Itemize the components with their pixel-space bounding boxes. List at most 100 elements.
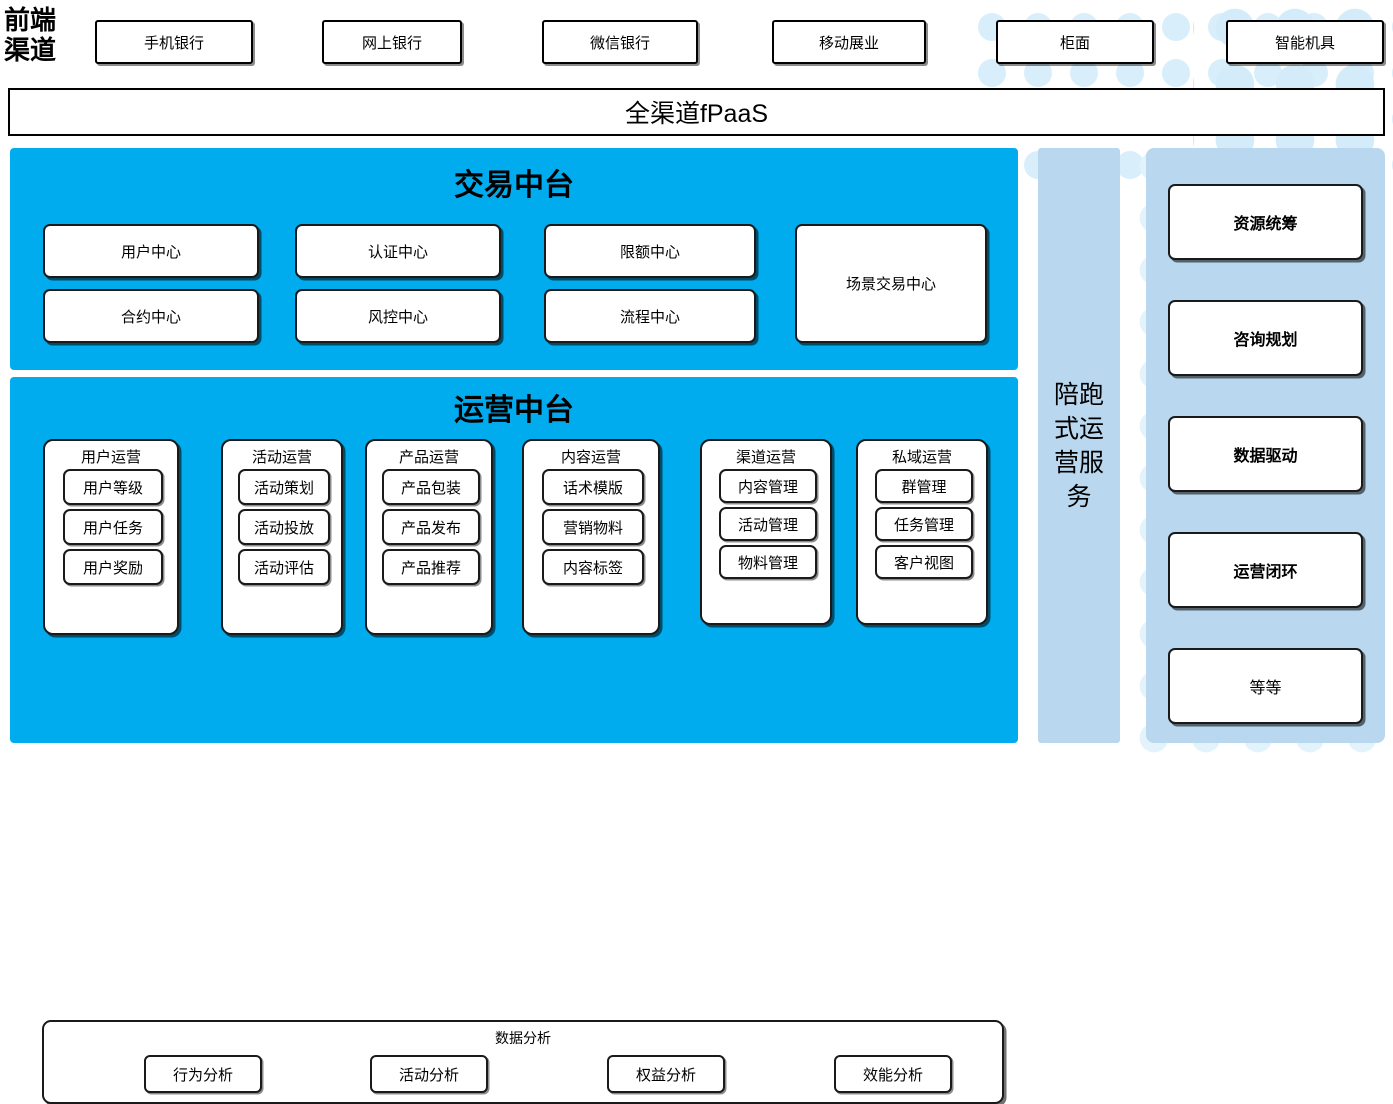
capability-card-label: 数据驱动 — [1233, 448, 1298, 465]
ops-column-item[interactable]: 活动管理 — [719, 507, 817, 541]
ops-column-item[interactable]: 物料管理 — [719, 545, 817, 579]
trade-center-box[interactable]: 用户中心 — [43, 224, 259, 278]
data-analysis-title: 数据分析 — [495, 1030, 551, 1046]
data-analysis-item-label: 行为分析 — [172, 1066, 233, 1084]
ops-column-item[interactable]: 话术模版 — [542, 469, 644, 505]
data-analysis-item-label: 权益分析 — [635, 1066, 696, 1084]
data-analysis-item[interactable]: 行为分析 — [144, 1055, 262, 1093]
trade-center-box-label: 认证中心 — [367, 243, 428, 261]
ops-column-item[interactable]: 产品推荐 — [382, 549, 480, 585]
channel-box-label: 柜面 — [1059, 34, 1090, 52]
channel-box-label: 移动展业 — [818, 34, 879, 52]
data-analysis-item[interactable]: 效能分析 — [834, 1055, 952, 1093]
data-analysis-item[interactable]: 权益分析 — [607, 1055, 725, 1093]
ops-column-item[interactable]: 内容管理 — [719, 469, 817, 503]
capability-card[interactable]: 等等 — [1168, 648, 1363, 724]
ops-column-item[interactable]: 用户等级 — [63, 469, 163, 505]
ops-column-item[interactable]: 用户任务 — [63, 509, 163, 545]
ops-column-title: 产品运营 — [398, 449, 459, 466]
ops-platform-panel: 运营中台 用户运营用户等级用户任务用户奖励活动运营活动策划活动投放活动评估产品运… — [10, 377, 1018, 1104]
ops-column-item-label: 产品推荐 — [400, 559, 461, 577]
ops-column-item[interactable]: 营销物料 — [542, 509, 644, 545]
frontend-channel-row: 前端 渠道 手机银行 网上银行 微信银行 移动展业 柜面 智能机具 — [0, 6, 1393, 66]
ops-column-item-label: 内容管理 — [737, 478, 798, 496]
ops-column-item-label: 活动策划 — [253, 479, 314, 497]
trade-center-box[interactable]: 流程中心 — [544, 289, 756, 343]
ops-column-item-label: 用户任务 — [82, 519, 143, 537]
capability-card-label: 咨询规划 — [1233, 332, 1298, 349]
channel-box-1[interactable]: 手机银行 — [95, 20, 253, 64]
data-analysis-card: 数据分析 行为分析 活动分析 权益分析 效能分析 — [42, 1020, 1004, 1104]
capability-card[interactable]: 运营闭环 — [1168, 532, 1363, 608]
ops-column-item-label: 活动管理 — [737, 516, 798, 534]
trade-center-box[interactable]: 风控中心 — [295, 289, 501, 343]
ops-column-item[interactable]: 用户奖励 — [63, 549, 163, 585]
ops-column-item-label: 用户等级 — [82, 479, 143, 497]
data-analysis-item[interactable]: 活动分析 — [370, 1055, 488, 1093]
data-analysis-item-label: 活动分析 — [398, 1066, 459, 1084]
ops-platform-title: 运营中台 — [454, 394, 574, 427]
ops-column-item[interactable]: 内容标签 — [542, 549, 644, 585]
trade-platform-panel: 交易中台 用户中心 认证中心 限额中心合约中心 风控中心 流程中心 场景交易中心 — [10, 148, 1018, 370]
channel-box-2[interactable]: 网上银行 — [322, 20, 462, 64]
ops-column-item[interactable]: 活动策划 — [238, 469, 330, 505]
channel-box-label: 手机银行 — [143, 34, 204, 52]
trade-center-box-label: 合约中心 — [120, 308, 181, 326]
ops-column: 活动运营活动策划活动投放活动评估 — [221, 439, 343, 635]
trade-center-box-label: 用户中心 — [120, 243, 181, 261]
ops-column-item-label: 产品包装 — [400, 479, 461, 497]
ops-column-title: 渠道运营 — [735, 449, 796, 466]
trade-center-box[interactable]: 合约中心 — [43, 289, 259, 343]
ops-column-item-label: 任务管理 — [893, 516, 954, 534]
trade-center-box[interactable]: 场景交易中心 — [795, 224, 987, 343]
ops-column-title: 私域运营 — [891, 449, 952, 466]
ops-column-item[interactable]: 任务管理 — [875, 507, 973, 541]
trade-center-box-label: 场景交易中心 — [845, 276, 936, 293]
ops-column: 产品运营产品包装产品发布产品推荐 — [365, 439, 493, 635]
capability-card-label: 资源统筹 — [1233, 216, 1298, 233]
ops-column-title: 内容运营 — [560, 449, 621, 466]
channel-box-4[interactable]: 移动展业 — [772, 20, 926, 64]
capability-card-label: 运营闭环 — [1233, 564, 1298, 581]
ops-column: 私域运营群管理任务管理客户视图 — [856, 439, 988, 625]
capability-card[interactable]: 资源统筹 — [1168, 184, 1363, 260]
ops-column-item[interactable]: 产品包装 — [382, 469, 480, 505]
ops-column: 内容运营话术模版营销物料内容标签 — [522, 439, 660, 635]
channel-box-label: 智能机具 — [1274, 34, 1335, 52]
ops-column-item-label: 活动评估 — [253, 559, 314, 577]
ops-column-title: 活动运营 — [251, 449, 312, 466]
ops-column-item-label: 产品发布 — [400, 519, 461, 537]
ops-column-item-label: 物料管理 — [737, 554, 798, 572]
trade-platform-title: 交易中台 — [454, 169, 574, 202]
channel-box-5[interactable]: 柜面 — [996, 20, 1154, 64]
ops-column-item[interactable]: 产品发布 — [382, 509, 480, 545]
ops-column-item[interactable]: 群管理 — [875, 469, 973, 503]
capability-card-label: 等等 — [1249, 680, 1282, 697]
trade-center-box-label: 流程中心 — [619, 308, 680, 326]
trade-center-box[interactable]: 限额中心 — [544, 224, 756, 278]
channel-box-label: 网上银行 — [361, 34, 422, 52]
frontend-channel-label-line2: 渠道 — [4, 36, 57, 65]
ops-column-item-label: 客户视图 — [893, 554, 954, 572]
channel-box-3[interactable]: 微信银行 — [542, 20, 698, 64]
capability-card[interactable]: 咨询规划 — [1168, 300, 1363, 376]
ops-column-item-label: 内容标签 — [562, 559, 623, 577]
channel-box-6[interactable]: 智能机具 — [1226, 20, 1384, 64]
omnichannel-fpaas-bar[interactable]: 全渠道fPaaS — [8, 88, 1385, 136]
ops-column-item[interactable]: 客户视图 — [875, 545, 973, 579]
ops-column-item-label: 话术模版 — [562, 479, 623, 497]
channel-box-label: 微信银行 — [589, 34, 650, 52]
capability-card[interactable]: 数据驱动 — [1168, 416, 1363, 492]
trade-center-box-label: 风控中心 — [367, 308, 428, 326]
accompanying-operation-service-label: 陪跑式运营服务 — [1053, 380, 1104, 511]
ops-column-item[interactable]: 活动投放 — [238, 509, 330, 545]
accompanying-operation-service-column: 陪跑式运营服务 — [1038, 148, 1120, 743]
ops-column-title: 用户运营 — [80, 449, 141, 466]
frontend-channel-label: 前端 渠道 — [4, 6, 74, 66]
ops-column-item-label: 活动投放 — [253, 519, 314, 537]
architecture-diagram: 前端 渠道 手机银行 网上银行 微信银行 移动展业 柜面 智能机具 全渠道fPaaS 交易… — [0, 6, 1393, 1104]
frontend-channel-label-line1: 前端 — [4, 6, 57, 35]
ops-column-item[interactable]: 活动评估 — [238, 549, 330, 585]
ops-column-item-label: 营销物料 — [562, 519, 623, 537]
trade-center-box[interactable]: 认证中心 — [295, 224, 501, 278]
